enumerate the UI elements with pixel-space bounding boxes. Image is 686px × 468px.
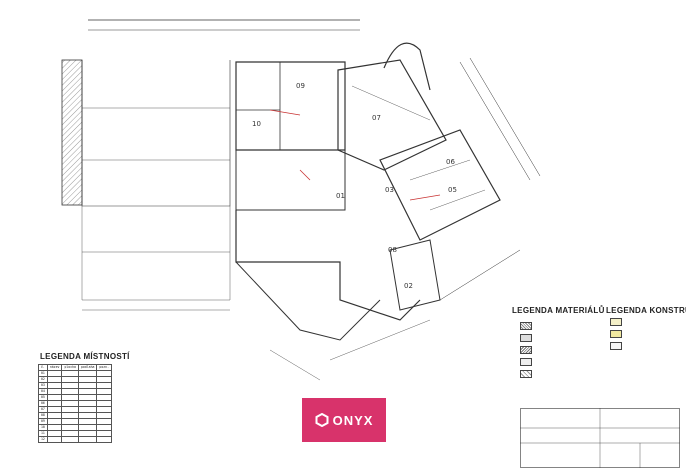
construction-swatch (610, 318, 627, 326)
material-swatch (520, 346, 537, 354)
room-number: 07 (372, 114, 381, 122)
room-number: 01 (336, 192, 345, 200)
room-number: 03 (385, 186, 394, 194)
left-wall (61, 59, 83, 206)
hexagon-icon (315, 413, 329, 427)
room-number: 10 (252, 120, 261, 128)
table-row: 10 (38, 424, 113, 431)
construction-legend-title: LEGENDA KONSTRUKCÍ (606, 306, 686, 315)
table-cell (96, 436, 113, 443)
room-legend-title: LEGENDA MÍSTNOSTÍ (40, 352, 130, 361)
room-number: 09 (296, 82, 305, 90)
material-legend-title: LEGENDA MATERIÁLŮ (512, 306, 605, 315)
logo-text: ONYX (332, 412, 374, 428)
table-cell (46, 436, 63, 443)
table-cell (77, 436, 98, 443)
onyx-logo: ONYX (302, 398, 386, 442)
room-number: 02 (404, 282, 413, 290)
material-swatch (520, 334, 537, 342)
room-number: 06 (446, 158, 455, 166)
material-swatch (520, 370, 537, 378)
title-block (520, 408, 680, 468)
material-swatch (520, 358, 537, 366)
room-number: 05 (448, 186, 457, 194)
construction-swatch (610, 330, 627, 338)
room-number: 08 (388, 246, 397, 254)
table-cell: 12 (38, 436, 48, 443)
table-row: 12 (38, 436, 113, 443)
material-swatch (520, 322, 537, 330)
table-cell (61, 436, 79, 443)
construction-swatch (610, 342, 627, 350)
table-header: podlaha (77, 364, 98, 371)
